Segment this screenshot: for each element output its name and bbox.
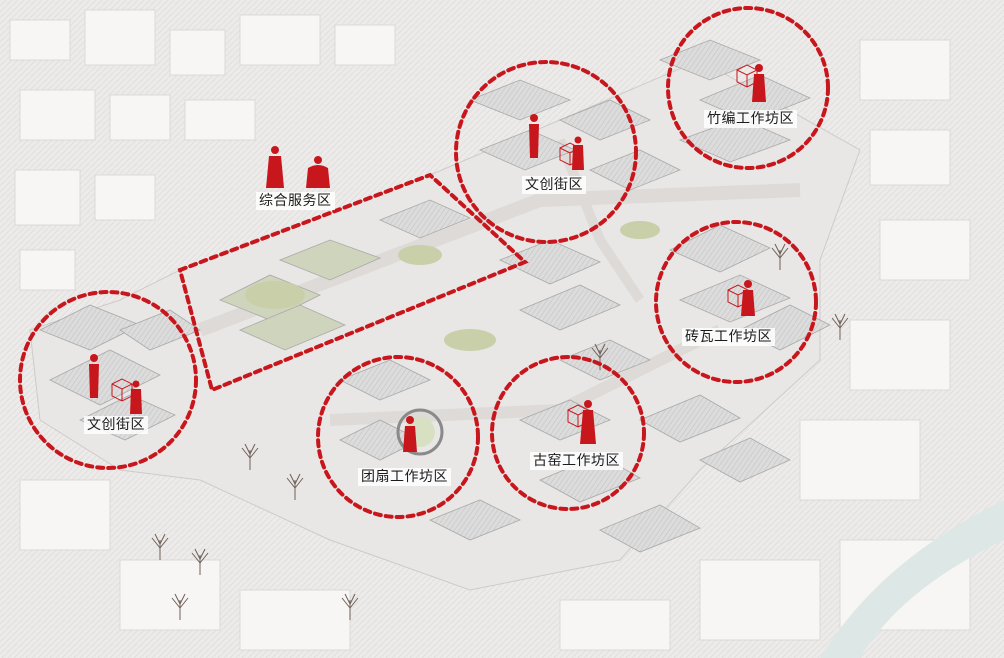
boundary-kiln bbox=[490, 355, 646, 511]
workshop-cube-icons bbox=[111, 64, 758, 428]
boundary-creative-east bbox=[454, 60, 638, 244]
courtyards bbox=[245, 221, 660, 456]
figure-icon bbox=[580, 400, 596, 444]
boundary-bamboo bbox=[666, 6, 830, 170]
zone-label-creative-east: 文创街区 bbox=[522, 176, 586, 194]
boundary-brick bbox=[654, 220, 818, 384]
figure-icon bbox=[403, 416, 417, 452]
zone-boundaries bbox=[18, 6, 830, 519]
figure-icon bbox=[572, 136, 584, 170]
zone-label-bamboo: 竹编工作坊区 bbox=[704, 110, 797, 128]
figure-icon bbox=[306, 156, 330, 188]
zone-label-service: 综合服务区 bbox=[256, 192, 335, 210]
figure-icon bbox=[89, 354, 99, 398]
figure-icon bbox=[741, 280, 755, 316]
zone-label-kiln: 古窑工作坊区 bbox=[530, 452, 623, 470]
figures bbox=[89, 64, 766, 452]
zone-label-creative-west: 文创街区 bbox=[84, 416, 148, 434]
figure-icon bbox=[266, 146, 284, 188]
boundary-fan bbox=[316, 355, 480, 519]
figure-icon bbox=[130, 380, 142, 414]
boundary-creative-west bbox=[18, 290, 198, 470]
river bbox=[820, 500, 1004, 658]
zone-label-brick: 砖瓦工作坊区 bbox=[682, 328, 775, 346]
figure-icon bbox=[529, 114, 539, 158]
trees bbox=[151, 243, 849, 620]
boundary-service bbox=[177, 172, 529, 393]
zone-label-fan: 团扇工作坊区 bbox=[358, 468, 451, 486]
